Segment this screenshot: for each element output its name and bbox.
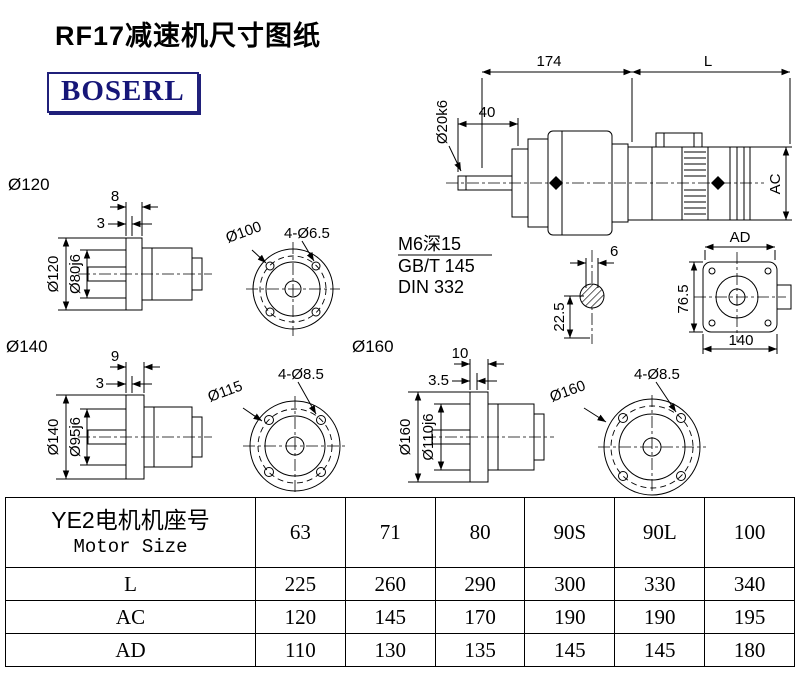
thread-notes: M6深15 GB/T 145 DIN 332 [398, 234, 492, 297]
dim-140-pilot: Ø95j6 [67, 417, 84, 457]
motor-size-table: YE2电机机座号 Motor Size 63 71 80 90S 90L 100… [5, 497, 795, 667]
motor-size-90s: 90S [524, 497, 616, 568]
flange-160-label: Ø160 [352, 337, 394, 356]
motor-size-100: 100 [704, 497, 795, 568]
motor-fins [684, 151, 706, 215]
dim-120-pilot: Ø80j6 [67, 254, 84, 294]
table-row-AC: AC 120 145 170 190 190 195 [5, 600, 795, 634]
table-cell: 180 [704, 633, 795, 667]
dim-174: 174 [536, 53, 561, 70]
brand-logo: BOSERL [47, 72, 199, 113]
table-row-L: L 225 260 290 300 330 340 [5, 567, 795, 601]
main-assembly-drawing [446, 130, 764, 236]
dim-160-outer: Ø160 [397, 419, 414, 456]
motor-size-71: 71 [344, 497, 436, 568]
dim-key-depth: 22.5 [551, 302, 568, 331]
table-header-cell: YE2电机机座号 Motor Size [5, 497, 256, 568]
dim-160-pilot: Ø110j6 [420, 413, 437, 460]
row-label-L: L [5, 567, 256, 601]
table-cell: 135 [434, 633, 526, 667]
table-cell: 145 [524, 633, 616, 667]
dim-140-bolt-circle: Ø115 [206, 378, 245, 406]
dim-key-width: 6 [610, 243, 618, 260]
dim-AD: AD [730, 229, 751, 246]
dim-160-b: 3.5 [428, 372, 449, 389]
dim-120-a: 8 [111, 188, 119, 205]
motor-size-90l: 90L [614, 497, 706, 568]
dim-AC: AC [767, 173, 784, 194]
note-gbt145: GB/T 145 [398, 256, 475, 276]
flange-160-view: Ø160 10 3.5 Ø160 Ø110j6 4-Ø8.5 [352, 337, 706, 496]
table-cell: 290 [434, 567, 526, 601]
flange-140-label: Ø140 [6, 337, 48, 356]
dim-120-outer: Ø120 [45, 256, 62, 293]
table-cell: 145 [344, 600, 436, 634]
table-cell: 190 [614, 600, 706, 634]
shaft-keyway-section: 6 22.5 [551, 243, 618, 344]
table-cell: 120 [255, 600, 346, 634]
table-cell: 170 [434, 600, 526, 634]
flange-120-view: Ø120 8 3 Ø120 Ø80j6 4-Ø6.5 [8, 175, 340, 336]
motor-size-80: 80 [434, 497, 526, 568]
table-cell: 145 [614, 633, 706, 667]
dim-160-holes: 4-Ø8.5 [634, 366, 680, 383]
brand-logo-text: BOSERL [61, 75, 185, 107]
table-header-row: YE2电机机座号 Motor Size 63 71 80 90S 90L 100 [5, 497, 795, 568]
row-label-AC: AC [5, 600, 256, 634]
dim-140-b: 3 [96, 375, 104, 392]
page-title: RF17减速机尺寸图纸 [55, 21, 322, 51]
dim-140-a: 9 [111, 348, 119, 365]
main-assembly-dimensions: 174 L 40 Ø20k6 AC [434, 53, 792, 221]
table-cell: 130 [344, 633, 436, 667]
table-header-cn: YE2电机机座号 [51, 507, 210, 534]
table-header-en: Motor Size [73, 536, 188, 559]
dim-shaft-diameter: Ø20k6 [434, 100, 451, 144]
dim-120-holes: 4-Ø6.5 [284, 225, 330, 242]
table-cell: 195 [704, 600, 795, 634]
table-cell: 330 [614, 567, 706, 601]
table-row-AD: AD 110 130 135 145 145 180 [5, 633, 795, 667]
dim-L: L [704, 53, 712, 70]
output-flange-side-view: AD 76.5 140 [675, 229, 792, 354]
table-cell: 340 [704, 567, 795, 601]
dim-140-outer: Ø140 [45, 419, 62, 456]
dim-120-bolt-circle: Ø100 [224, 218, 264, 247]
table-cell: 260 [344, 567, 436, 601]
note-m6: M6深15 [398, 234, 461, 254]
dim-140-holes: 4-Ø8.5 [278, 366, 324, 383]
technical-drawing: 174 L 40 Ø20k6 AC AD 76.5 140 [6, 53, 792, 496]
motor-size-63: 63 [255, 497, 346, 568]
flange-140-view: Ø140 9 3 Ø140 Ø95j6 4-Ø8.5 [6, 337, 347, 494]
dim-160-bolt-circle: Ø160 [548, 377, 588, 406]
dim-40: 40 [479, 104, 496, 121]
dim-76-5: 76.5 [675, 284, 692, 313]
dim-160-a: 10 [452, 345, 469, 362]
table-cell: 110 [255, 633, 346, 667]
table-cell: 225 [255, 567, 346, 601]
table-cell: 190 [524, 600, 616, 634]
row-label-AD: AD [5, 633, 256, 667]
dim-120-b: 3 [97, 215, 105, 232]
diamond-mark [549, 176, 563, 190]
dim-140: 140 [728, 332, 753, 349]
diamond-mark [711, 176, 725, 190]
note-din332: DIN 332 [398, 277, 464, 297]
table-cell: 300 [524, 567, 616, 601]
flange-120-label: Ø120 [8, 175, 50, 194]
